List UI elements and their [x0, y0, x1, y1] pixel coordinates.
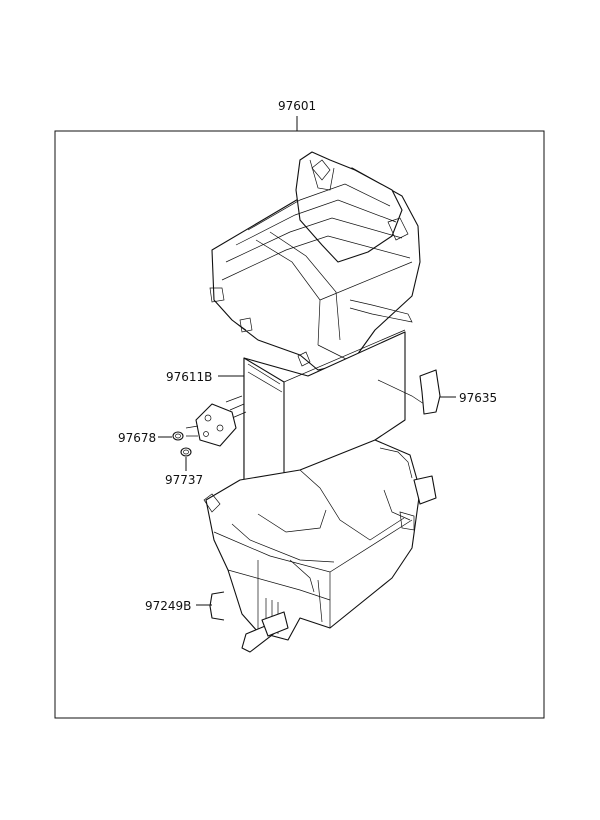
expansion-valve [185, 395, 247, 447]
callout-label: 97635 [459, 391, 497, 405]
assembly-label: 97601 [278, 99, 316, 113]
callout-label: 97737 [165, 473, 203, 487]
callout-label: 97249B [145, 599, 191, 613]
callout-label: 97611B [166, 370, 212, 384]
expansion-valve-seal-part [172, 431, 184, 441]
drain-fitting [241, 598, 289, 653]
o-ring-part [180, 447, 192, 457]
sensor-bracket [377, 369, 441, 415]
callout-sensor-bracket: 97635 [440, 391, 497, 405]
callout-evaporator-core: 97611B [166, 370, 244, 384]
assembly-frame [54, 130, 545, 719]
drain-clip-part [209, 591, 225, 621]
callout-drain-clip: 97249B [145, 599, 212, 613]
callout-expansion-valve-seal: 97678 [118, 431, 172, 445]
callout-o-ring: 97737 [165, 457, 203, 487]
callout-label: 97678 [118, 431, 156, 445]
lower-case [203, 439, 437, 641]
upper-case [209, 151, 421, 371]
evaporator-core [243, 329, 406, 511]
